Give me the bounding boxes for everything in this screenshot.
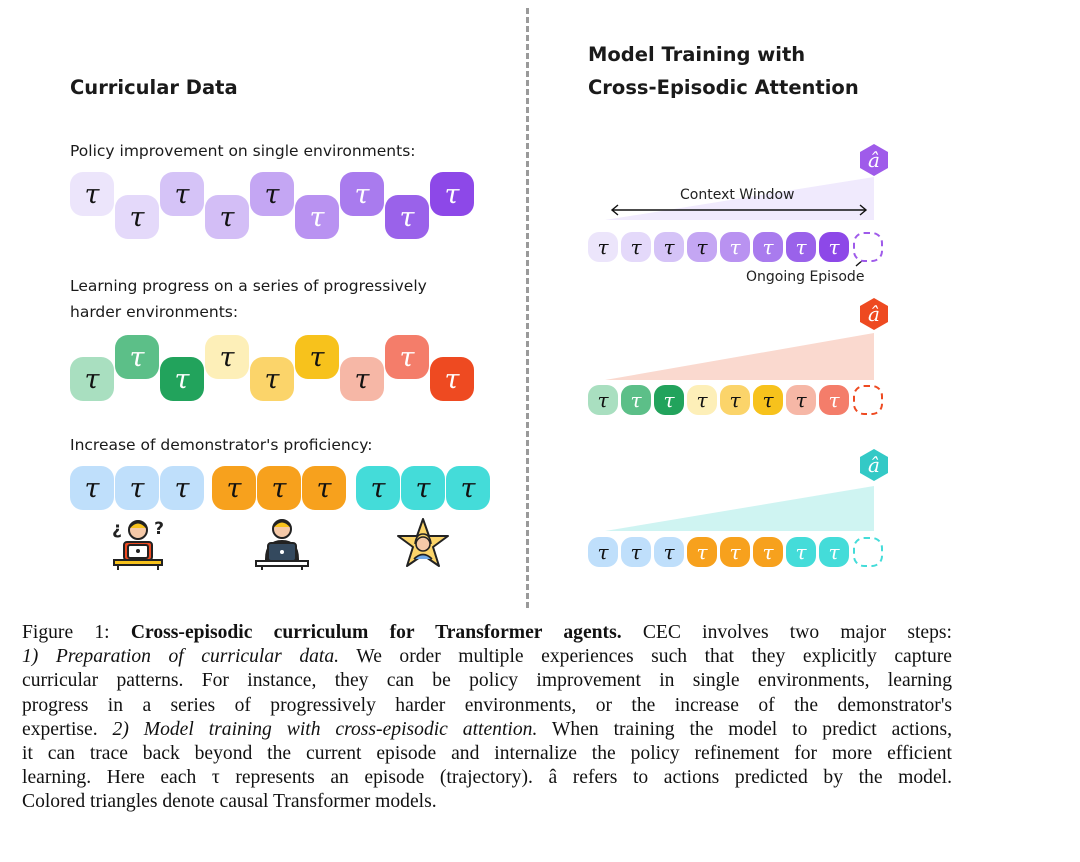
context-episode-tile: τ <box>588 385 618 415</box>
episode-tile: τ <box>446 466 490 510</box>
context-episode-tile: τ <box>819 232 849 262</box>
predicted-action-badge-1: â <box>857 143 891 177</box>
ongoing-episode-slot <box>853 537 883 567</box>
context-episode-tile: τ <box>687 385 717 415</box>
predicted-action-badge-2: â <box>857 297 891 331</box>
episode-tile: τ <box>250 172 294 216</box>
caption-line-2: 1) Preparation of curricular data. We or… <box>22 646 953 668</box>
caption-line-4: progress in a series of progressively ha… <box>22 694 952 716</box>
episode-tile: τ <box>205 195 249 239</box>
model-training-title-line2: Cross-Episodic Attention <box>588 76 859 99</box>
caption-line-8: Colored triangles denote causal Transfor… <box>22 791 437 813</box>
episode-tile: τ <box>430 172 474 216</box>
episode-tile: τ <box>295 335 339 379</box>
context-episode-tile: τ <box>687 232 717 262</box>
episode-tile: τ <box>257 466 301 510</box>
episode-tile: τ <box>295 195 339 239</box>
episode-tile: τ <box>160 357 204 401</box>
causal-transformer-triangle-1 <box>605 177 874 220</box>
section-divider <box>526 8 529 608</box>
novice-figure-icon: ¿ ? <box>108 515 168 571</box>
context-episode-tile: τ <box>753 232 783 262</box>
episode-tile: τ <box>70 466 114 510</box>
context-episode-tile: τ <box>786 232 816 262</box>
model-training-title-line1: Model Training with <box>588 43 806 66</box>
episode-tile: τ <box>70 172 114 216</box>
episode-tile: τ <box>401 466 445 510</box>
context-episode-tile: τ <box>786 385 816 415</box>
context-episode-tile: τ <box>654 385 684 415</box>
caption-line-1: Figure 1: Cross-episodic curriculum for … <box>22 622 952 643</box>
caption-line-5: expertise. 2) Model training with cross-… <box>22 718 952 740</box>
episode-tile: τ <box>250 357 294 401</box>
episode-tile: τ <box>70 357 114 401</box>
ongoing-episode-label: Ongoing Episode <box>746 269 865 285</box>
row2-label-line2: harder environments: <box>70 303 239 321</box>
context-episode-tile: τ <box>654 537 684 567</box>
episode-tile: τ <box>302 466 346 510</box>
context-episode-tile: τ <box>819 385 849 415</box>
context-episode-tile: τ <box>588 537 618 567</box>
episode-tile: τ <box>160 466 204 510</box>
context-window-label: Context Window <box>680 187 795 203</box>
causal-transformer-triangle-2 <box>605 333 874 380</box>
novice-question-marks: ¿ ? <box>112 519 164 539</box>
context-episode-tile: τ <box>588 232 618 262</box>
figure-caption: Figure 1: Cross-episodic curriculum for … <box>22 621 952 815</box>
context-episode-tile: τ <box>819 537 849 567</box>
context-episode-tile: τ <box>720 385 750 415</box>
row2-label-line1: Learning progress on a series of progres… <box>70 277 427 295</box>
context-episode-tile: τ <box>753 537 783 567</box>
causal-transformer-triangle-3 <box>605 486 874 531</box>
context-episode-tile: τ <box>753 385 783 415</box>
intermediate-figure-icon <box>252 515 312 571</box>
episode-tile: τ <box>115 466 159 510</box>
episode-tile: τ <box>212 466 256 510</box>
context-episode-tile: τ <box>621 385 651 415</box>
context-episode-tile: τ <box>720 537 750 567</box>
context-episode-tile: τ <box>621 232 651 262</box>
expert-star-icon <box>396 517 450 571</box>
curricular-data-title: Curricular Data <box>70 76 238 99</box>
context-episode-tile: τ <box>786 537 816 567</box>
caption-line-3: curricular patterns. For instance, they … <box>22 670 952 692</box>
episode-tile: τ <box>115 335 159 379</box>
episode-tile: τ <box>160 172 204 216</box>
episode-tile: τ <box>430 357 474 401</box>
episode-tile: τ <box>356 466 400 510</box>
row3-label: Increase of demonstrator's proficiency: <box>70 436 373 454</box>
context-episode-tile: τ <box>654 232 684 262</box>
episode-tile: τ <box>205 335 249 379</box>
episode-tile: τ <box>115 195 159 239</box>
context-episode-tile: τ <box>621 537 651 567</box>
row1-label: Policy improvement on single environment… <box>70 142 416 160</box>
ongoing-episode-slot <box>853 232 883 262</box>
attention-triangles <box>605 177 874 531</box>
context-episode-tile: τ <box>687 537 717 567</box>
episode-tile: τ <box>385 195 429 239</box>
context-episode-tile: τ <box>720 232 750 262</box>
ongoing-episode-slot <box>853 385 883 415</box>
predicted-action-badge-3: â <box>857 448 891 482</box>
episode-tile: τ <box>340 172 384 216</box>
caption-line-7: learning. Here each τ represents an epis… <box>22 767 952 789</box>
episode-tile: τ <box>340 357 384 401</box>
caption-line-6: it can trace back beyond the current epi… <box>22 743 952 765</box>
episode-tile: τ <box>385 335 429 379</box>
